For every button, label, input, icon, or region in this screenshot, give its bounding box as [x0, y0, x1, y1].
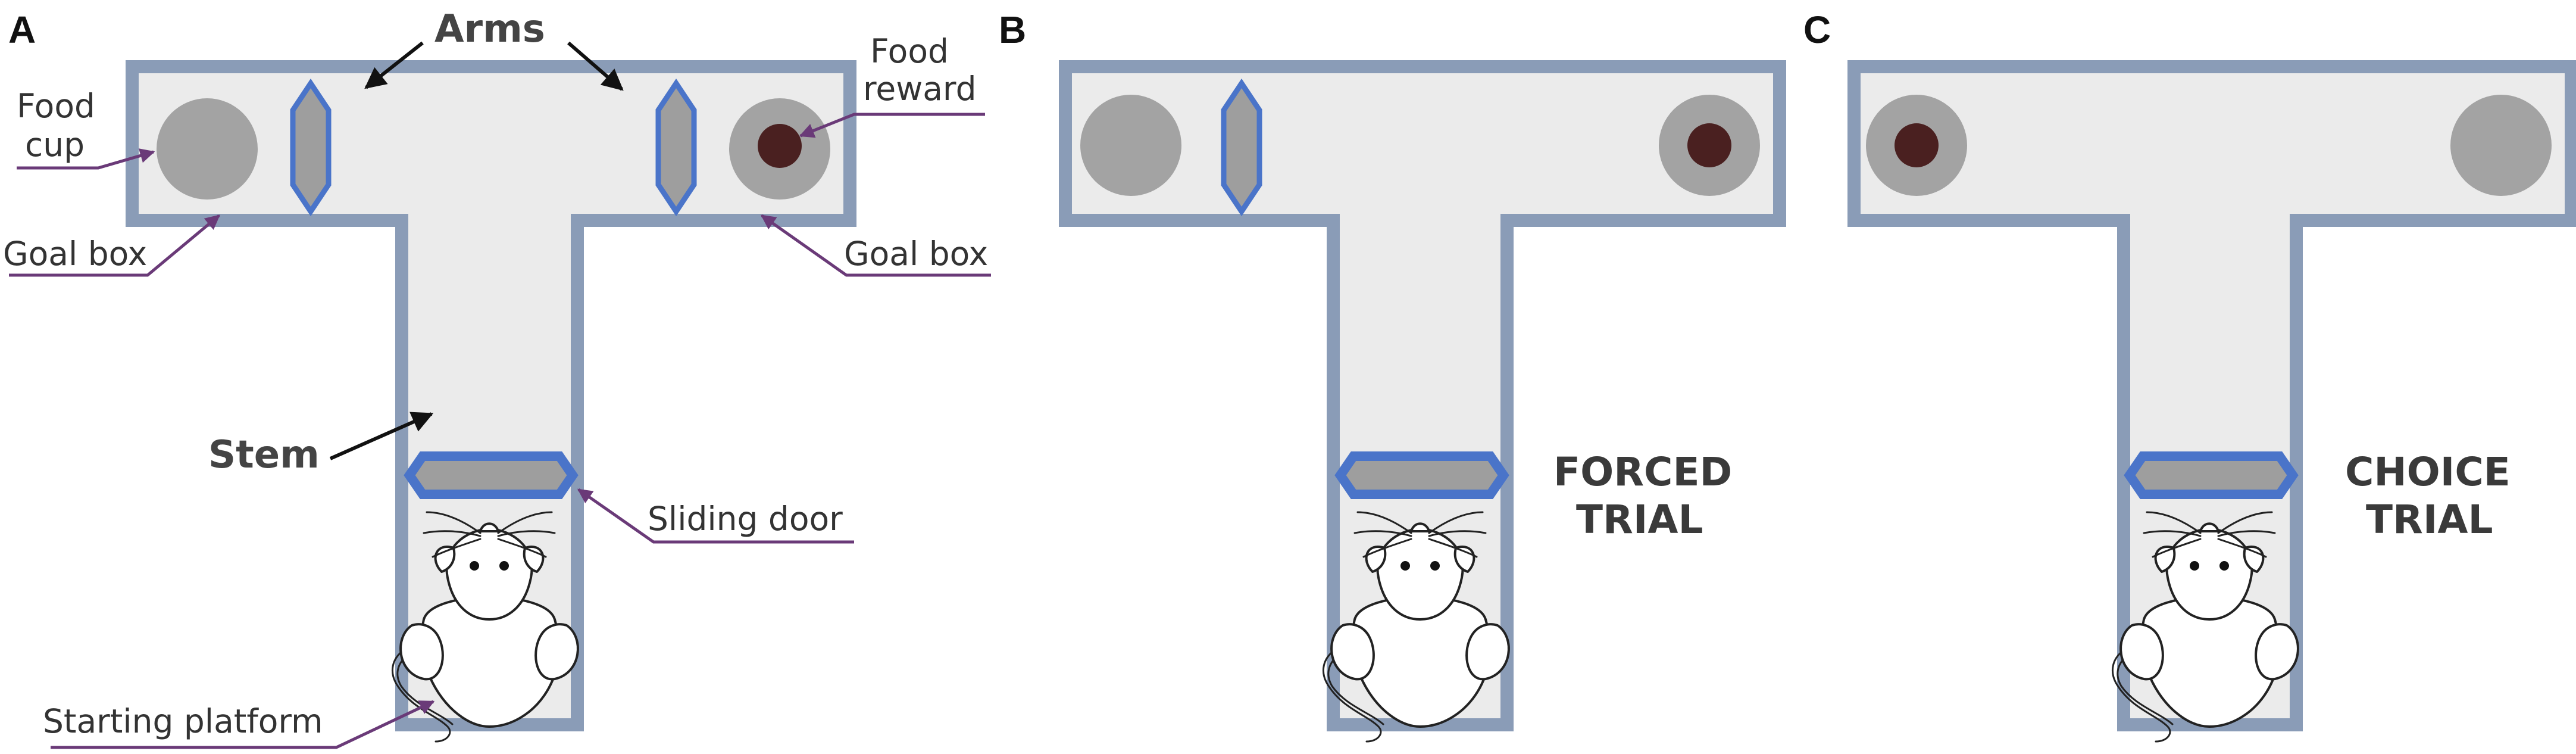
food-cup-right-c: [2450, 95, 2552, 196]
label-arms: Arms: [434, 7, 545, 51]
panel-letter-b: B: [999, 8, 1026, 51]
trial-label-b-line2: TRIAL: [1576, 497, 1703, 543]
label-starting-platform: Starting platform: [43, 702, 323, 740]
maze-a: [126, 60, 856, 731]
leader-food-reward: [799, 113, 985, 138]
trial-label-c-line2: TRIAL: [2366, 497, 2493, 543]
label-food-cup-line1: Food: [17, 87, 95, 125]
food-reward-c: [1895, 123, 1939, 167]
label-food-cup-line2: cup: [25, 126, 85, 164]
arrow-stem: [329, 412, 434, 460]
leader-sliding-door: [577, 488, 854, 544]
panel-letter-c: C: [1803, 8, 1831, 51]
panel-b: B FORCED TRIAL: [999, 8, 1786, 743]
label-food-reward-line1: Food: [870, 32, 949, 70]
label-sliding-door: Sliding door: [648, 500, 843, 538]
label-stem: Stem: [208, 433, 320, 477]
maze-c: [1847, 60, 2576, 731]
trial-label-b-line1: FORCED: [1553, 449, 1732, 495]
label-goal-box-right: Goal box: [844, 235, 988, 273]
arm-door-right-a: [655, 78, 697, 217]
food-cup-left-b: [1080, 95, 1181, 196]
food-cup-left-a: [157, 98, 258, 200]
trial-label-c-line1: CHOICE: [2345, 449, 2511, 495]
label-food-reward-line2: reward: [863, 70, 977, 108]
label-goal-box-left: Goal box: [3, 235, 147, 273]
sliding-door-c: [2124, 451, 2299, 499]
food-reward-b: [1687, 123, 1731, 167]
food-reward-a: [758, 124, 802, 168]
maze-b: [1059, 60, 1786, 731]
arm-door-left-a: [290, 78, 332, 217]
arrow-arms-right: [567, 41, 624, 91]
sliding-door-a: [404, 451, 579, 499]
leader-food-cup: [17, 148, 155, 170]
leader-goal-box-right: [760, 214, 991, 277]
leader-goal-box-left: [9, 214, 220, 277]
leader-starting-platform: [51, 700, 435, 749]
arm-door-left-b: [1221, 78, 1262, 217]
panel-letter-a: A: [8, 8, 36, 51]
sliding-door-b: [1334, 451, 1509, 499]
arrow-arms-left: [364, 41, 424, 89]
panel-a: A Arms Food cup Food reward Goal box Goa…: [3, 7, 991, 749]
panel-c: C CHOICE TRIAL: [1803, 8, 2576, 743]
